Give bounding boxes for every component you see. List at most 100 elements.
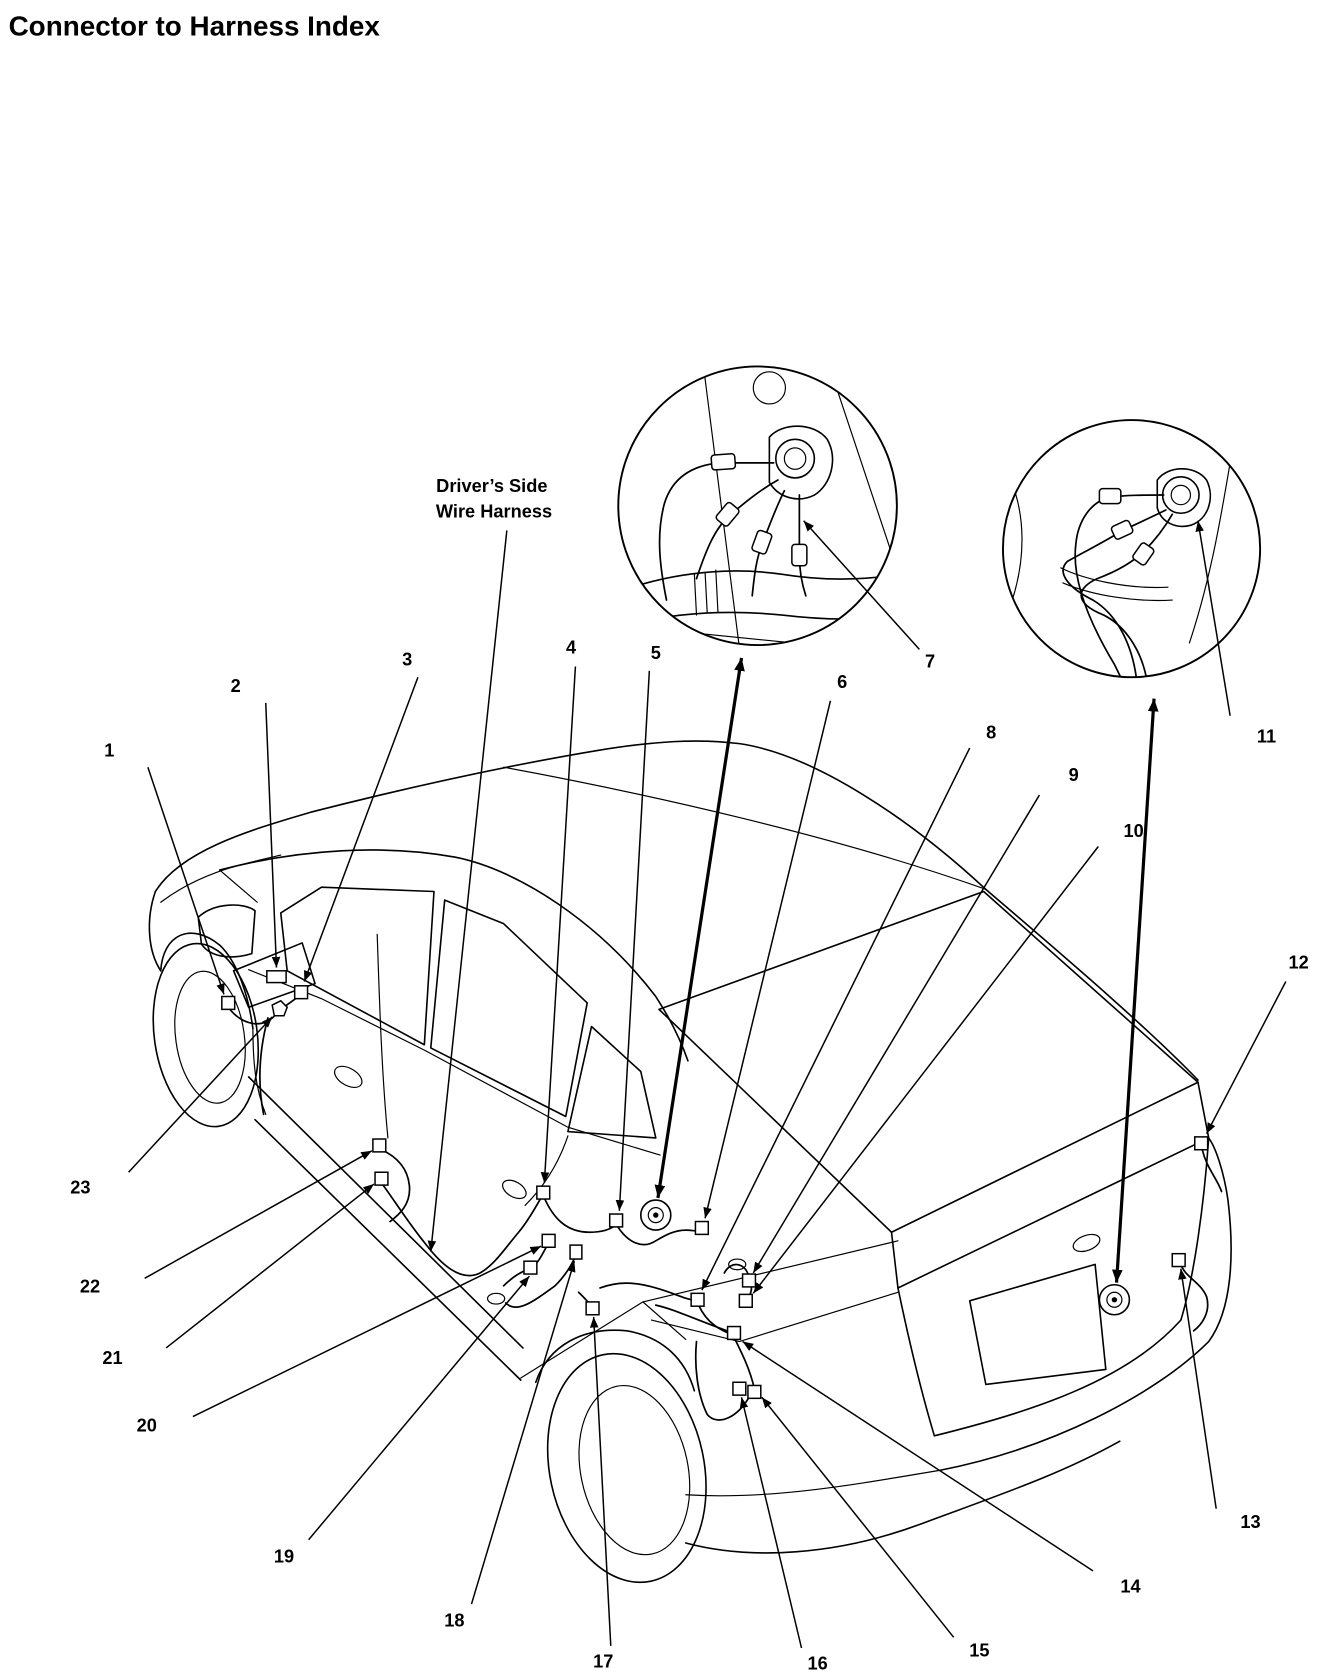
harness-front bbox=[227, 993, 302, 1025]
connector-22 bbox=[372, 1138, 387, 1153]
harness-label-line-1: Driver’s Side bbox=[436, 476, 547, 496]
harness-label-leader bbox=[427, 530, 508, 1252]
connector-5 bbox=[608, 1213, 624, 1228]
access-hole-left bbox=[486, 1292, 506, 1305]
connector-20 bbox=[541, 1233, 556, 1248]
front-door-window bbox=[279, 886, 435, 1046]
connector-2 bbox=[266, 970, 287, 984]
leader-line-18 bbox=[470, 1260, 576, 1605]
harness-rear-g bbox=[654, 1304, 734, 1334]
callout-labels: 1 2 3 4 5 6 7 8 9 10 11 12 13 14 15 16 1… bbox=[70, 638, 1309, 1674]
leader-line-13 bbox=[1178, 1268, 1217, 1509]
grommet-right bbox=[1098, 1283, 1131, 1316]
detail-7-hole bbox=[752, 371, 787, 405]
leader-line-15 bbox=[761, 1396, 955, 1638]
callout-label-22: 22 bbox=[80, 1276, 100, 1296]
detail-7-connector-c bbox=[751, 529, 773, 555]
detail-7-connector-a bbox=[710, 452, 737, 471]
detail-7-connector-d bbox=[791, 543, 808, 567]
side-sill-lower bbox=[254, 1118, 522, 1381]
callout-label-21: 21 bbox=[102, 1348, 122, 1368]
rear-door-window bbox=[429, 899, 589, 1118]
detail-view-7 bbox=[617, 365, 898, 647]
callout-label-11: 11 bbox=[1257, 727, 1276, 747]
side-mirror bbox=[197, 904, 256, 958]
callout-label-19: 19 bbox=[274, 1546, 294, 1566]
callout-label-6: 6 bbox=[837, 672, 847, 692]
callout-label-14: 14 bbox=[1120, 1576, 1141, 1596]
leader-line-14 bbox=[742, 1340, 1094, 1572]
callout-label-17: 17 bbox=[593, 1651, 613, 1671]
car-top-silhouette bbox=[154, 740, 1199, 1081]
hood-line bbox=[160, 854, 282, 903]
callout-label-7: 7 bbox=[925, 652, 935, 672]
callout-label-1: 1 bbox=[104, 740, 114, 760]
front-wheel-tire bbox=[152, 942, 260, 1128]
harness-center-a bbox=[378, 1147, 411, 1223]
leader-line-6 bbox=[703, 700, 832, 1219]
connector-6 bbox=[694, 1220, 710, 1236]
harness-rear-c bbox=[599, 1282, 699, 1302]
detail-7-connector-b bbox=[715, 501, 740, 527]
detail-7-grommet-housing bbox=[768, 425, 834, 500]
grommet-left bbox=[639, 1199, 672, 1231]
detail-11-grommet-center bbox=[1170, 484, 1192, 506]
page-title: Connector to Harness Index bbox=[9, 10, 381, 41]
connector-3 bbox=[293, 985, 309, 1000]
connector-21 bbox=[374, 1171, 389, 1186]
detail-11-wire-bundle bbox=[1060, 567, 1173, 602]
detail-7-locator-arrow bbox=[654, 657, 745, 1199]
leader-line-7 bbox=[803, 520, 920, 650]
connector-10 bbox=[738, 1293, 753, 1309]
rear-wheel-rim bbox=[578, 1384, 691, 1556]
leader-line-23 bbox=[128, 1016, 273, 1173]
leader-line-20 bbox=[192, 1245, 542, 1418]
detail-7-body-line-right bbox=[835, 385, 897, 580]
rear-wheel-tire bbox=[546, 1352, 707, 1584]
harness-kick-panel bbox=[259, 1017, 269, 1116]
leader-line-22 bbox=[144, 1150, 373, 1279]
leader-line-1 bbox=[147, 766, 225, 995]
callout-label-4: 4 bbox=[566, 638, 577, 658]
leader-line-5 bbox=[615, 670, 651, 1211]
rear-spoiler bbox=[890, 1081, 1210, 1289]
leader-line-17 bbox=[589, 1316, 612, 1646]
leader-line-12 bbox=[1205, 981, 1287, 1135]
detail-11-connector-a bbox=[1098, 487, 1122, 505]
side-sill-upper bbox=[247, 1076, 524, 1349]
connector-4 bbox=[536, 1185, 551, 1200]
detail-11-body-line bbox=[1188, 449, 1233, 644]
connector-15 bbox=[747, 1384, 762, 1400]
harness-rear-d bbox=[697, 1304, 756, 1390]
connector-13 bbox=[1171, 1252, 1186, 1268]
callout-label-15: 15 bbox=[969, 1641, 989, 1661]
belt-line bbox=[248, 969, 661, 1156]
detail-7-pipe-ribs bbox=[693, 569, 719, 616]
detail-7-wire-a bbox=[658, 462, 775, 601]
a-pillar-line bbox=[219, 869, 258, 903]
detail-circle-11 bbox=[1001, 419, 1262, 679]
rear-floor-line bbox=[520, 1301, 687, 1379]
rear-bumper-lower bbox=[684, 1440, 1121, 1554]
leader-line-21 bbox=[165, 1183, 375, 1349]
leader-line-11 bbox=[1195, 520, 1231, 716]
connector-1 bbox=[221, 995, 236, 1011]
harness-rear-b bbox=[616, 1224, 704, 1246]
access-hole-right bbox=[728, 1258, 747, 1271]
connector-17 bbox=[585, 1301, 600, 1316]
rear-window bbox=[658, 890, 1199, 1234]
tailgate-handle bbox=[1072, 1233, 1101, 1253]
connector-16 bbox=[732, 1381, 747, 1396]
detail-7-grommet-center bbox=[783, 447, 807, 470]
callout-label-9: 9 bbox=[1069, 765, 1079, 785]
detail-11-connector-b bbox=[1110, 519, 1134, 540]
front-door-seam bbox=[376, 933, 389, 1139]
harness-center-b bbox=[380, 1182, 544, 1277]
license-plate-recess bbox=[968, 1263, 1107, 1386]
front-wheel-arch bbox=[159, 932, 254, 1030]
dash-module bbox=[232, 942, 316, 1009]
rear-bumper-crease bbox=[685, 1469, 942, 1497]
leader-line-2 bbox=[265, 702, 281, 968]
connector-8 bbox=[690, 1292, 705, 1307]
